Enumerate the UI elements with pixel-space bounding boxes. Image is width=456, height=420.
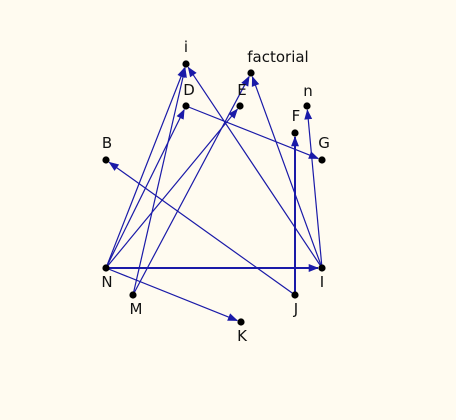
node-B xyxy=(102,156,110,164)
edge-J-B xyxy=(108,161,296,296)
node-label-D: D xyxy=(183,81,195,99)
edge-I-factorial xyxy=(251,75,323,269)
node-label-N: N xyxy=(101,273,112,291)
nodes-layer xyxy=(102,60,326,326)
node-label-i: i xyxy=(184,38,188,56)
node-E xyxy=(236,102,244,110)
edge-N-I xyxy=(106,264,319,272)
node-D xyxy=(182,102,190,110)
node-label-E: E xyxy=(237,81,246,99)
node-i xyxy=(182,60,190,68)
node-n xyxy=(303,102,311,110)
node-label-B: B xyxy=(102,134,112,152)
node-factorial xyxy=(247,69,255,77)
node-label-M: M xyxy=(130,300,143,318)
edge-I-n xyxy=(304,109,323,269)
node-label-n: n xyxy=(303,82,313,100)
node-J xyxy=(291,291,299,299)
node-I xyxy=(318,264,326,272)
edge-N-D xyxy=(105,108,185,269)
node-N xyxy=(102,264,110,272)
node-F xyxy=(291,129,299,137)
node-label-I: I xyxy=(320,273,324,291)
node-label-G: G xyxy=(318,134,330,152)
edge-M-factorial xyxy=(132,75,250,296)
node-M xyxy=(129,291,137,299)
node-label-factorial: factorial xyxy=(247,48,308,66)
node-G xyxy=(318,156,326,164)
node-label-K: K xyxy=(237,327,248,345)
node-label-J: J xyxy=(293,300,298,318)
edges-layer xyxy=(105,66,323,322)
edge-N-E xyxy=(105,108,238,269)
node-K xyxy=(237,318,245,326)
node-label-F: F xyxy=(292,107,301,125)
edge-M-i xyxy=(132,67,187,296)
edge-N-K xyxy=(105,267,239,322)
edge-J-F xyxy=(291,136,299,295)
edge-I-i xyxy=(187,66,323,269)
